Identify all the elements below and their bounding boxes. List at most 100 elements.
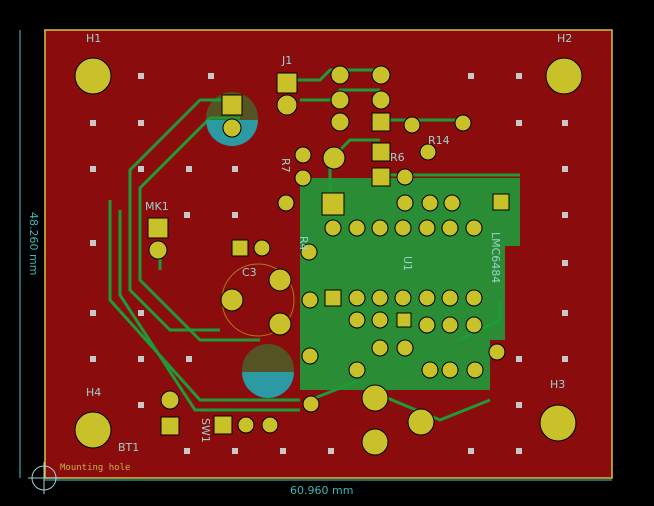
pad-c3-1[interactable] [268,268,292,292]
pad-res-row-11[interactable] [441,361,459,379]
mounting-hole-h2[interactable] [545,57,583,95]
pad-d1-k[interactable] [321,192,345,216]
pad-r4-1[interactable] [277,194,295,212]
pad-sw1-2[interactable] [237,416,255,434]
pad-u1-bot-3[interactable] [371,289,389,307]
label-mk1: MK1 [145,200,169,213]
pad-r-j[interactable] [301,291,319,309]
pad-c3-3[interactable] [268,312,292,336]
pad-bt1-1[interactable] [160,390,180,410]
pad-u1-top-2[interactable] [348,219,366,237]
pad-j1-2[interactable] [276,94,298,116]
pad-r14-1[interactable] [403,116,421,134]
pad-u1-bot-1[interactable] [324,289,342,307]
pad-sw-a[interactable] [361,384,389,412]
pad-r-i[interactable] [492,193,510,211]
mounting-hole-h1[interactable] [74,57,112,95]
pad-r-c[interactable] [330,90,350,110]
pad-u1-top-4[interactable] [394,219,412,237]
pad-r7[interactable] [294,146,312,164]
label-sw1: SW1 [199,418,212,443]
mounting-hole-h3[interactable] [539,404,577,442]
pad-res-row-3[interactable] [396,312,412,328]
pad-q2[interactable] [302,395,320,413]
pad-sw1-3[interactable] [261,416,279,434]
pad-res-row-4[interactable] [418,316,436,334]
pad-r-b[interactable] [371,65,391,85]
label-r6: R6 [390,151,405,164]
pad-u1-bot-6[interactable] [441,289,459,307]
pad-u1-top-6[interactable] [441,219,459,237]
pad-mk1-2[interactable] [148,240,168,260]
label-h1: H1 [86,32,101,45]
pad-mk1-1[interactable] [147,217,169,239]
pad-r-h[interactable] [443,194,461,212]
label-h2: H2 [557,32,572,45]
via-grid [90,73,568,454]
pads[interactable] [147,65,510,456]
pad-u1-bot-4[interactable] [394,289,412,307]
pad-sw-c[interactable] [361,428,389,456]
mounting-hole-h4[interactable] [74,411,112,449]
label-bt1: BT1 [118,441,139,454]
pad-bt1-2[interactable] [160,416,180,436]
dimension-height: 48.260 mm [27,212,40,275]
pad-c3-2[interactable] [220,288,244,312]
pad-u1-top-7[interactable] [465,219,483,237]
pad-u-a-1[interactable] [231,239,249,257]
pad-res-row-5[interactable] [441,316,459,334]
pad-r-g[interactable] [421,194,439,212]
pad-res-row-9[interactable] [396,339,414,357]
label-lmc: LMC6484 [489,232,502,283]
pad-u1-top-3[interactable] [371,219,389,237]
label-r4: R4 [297,236,310,251]
label-h3: H3 [550,378,565,391]
pad-res-row-8[interactable] [371,339,389,357]
pad-res-row-12[interactable] [466,361,484,379]
pad-j1-1[interactable] [276,72,298,94]
pad-sw1-1[interactable] [213,415,233,435]
pad-c1-1[interactable] [221,94,243,116]
capacitor-c2-band [242,372,294,398]
pad-r4-2[interactable] [300,243,318,261]
silkscreen-labels: H1 H2 H3 H4 J1 MK1 BT1 C3 R14 R6 R4 U1 L… [60,32,572,473]
pad-r-f[interactable] [396,194,414,212]
pad-r14-2[interactable] [454,114,472,132]
pad-u1-top-1[interactable] [324,219,342,237]
label-j1: J1 [281,54,292,67]
pad-r6-1[interactable] [371,142,391,162]
pad-res-row-1[interactable] [348,311,366,329]
pad-res-row-2[interactable] [371,311,389,329]
pad-u1-bot-7[interactable] [465,289,483,307]
pad-u1-bot-2[interactable] [348,289,366,307]
label-r14: R14 [428,134,450,147]
label-u1: U1 [401,256,414,271]
pad-r-a[interactable] [330,65,350,85]
pad-r6-2[interactable] [371,167,391,187]
electrolytic-capacitors[interactable] [206,92,295,398]
label-origin: Mounting hole [60,463,130,473]
pad-sw-b[interactable] [407,408,435,436]
pad-u1-bot-5[interactable] [418,289,436,307]
pad-u1-top-5[interactable] [418,219,436,237]
mounting-holes[interactable] [74,57,583,449]
pad-r-d[interactable] [371,90,391,110]
pad-c1-2[interactable] [222,118,242,138]
label-r7: R7 [279,158,292,173]
pad-r7-b[interactable] [294,169,312,187]
pad-r-e[interactable] [330,112,350,132]
pad-r6-3[interactable] [396,168,414,186]
label-c3: C3 [242,266,257,279]
dimension-width: 60.960 mm [290,484,353,497]
pad-u-a-2[interactable] [253,239,271,257]
pad-res-row-7[interactable] [348,361,366,379]
pad-r14-3[interactable] [419,143,437,161]
pad-res-row-10[interactable] [421,361,439,379]
pad-d1[interactable] [322,146,346,170]
pad-res-row-6[interactable] [465,316,483,334]
pad-res-row-13[interactable] [488,343,506,361]
pad-r-k[interactable] [301,347,319,365]
origin-crosshair-icon [28,462,60,494]
pad-q1[interactable] [371,112,391,132]
